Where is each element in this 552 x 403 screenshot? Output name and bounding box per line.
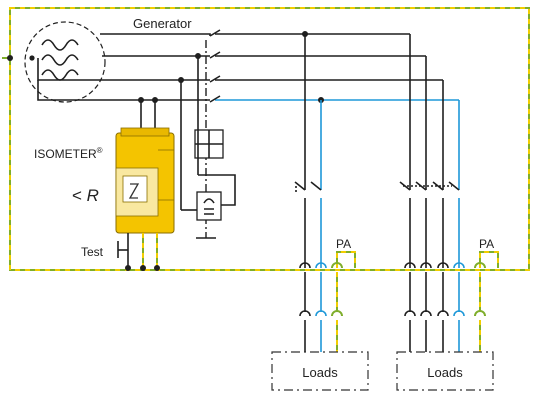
loads-box-left [271,351,369,391]
load-cables-left [299,262,343,352]
loads-label-right: Loads [427,365,463,380]
pa-label-left: PA [336,237,351,251]
load-cables-right [404,262,486,352]
loads-box-right [396,351,494,391]
device-pe-terminals [125,233,160,271]
test-label: Test [81,245,104,259]
generator-symbol [24,21,106,103]
pa-label-right: PA [479,237,494,251]
pa-bridges [336,251,499,268]
feeder-right [399,34,460,268]
pe-enclosure [2,7,530,271]
feeder-left [294,34,322,268]
isometer-device [115,127,175,234]
isometer-label: ISOMETER® [34,146,103,161]
control-boxes [194,129,224,221]
resistance-label: < R [72,186,99,205]
test-button-symbol [117,241,128,258]
phase-conductors [37,29,459,103]
generator-label: Generator [133,16,192,31]
loads-label-left: Loads [302,365,338,380]
